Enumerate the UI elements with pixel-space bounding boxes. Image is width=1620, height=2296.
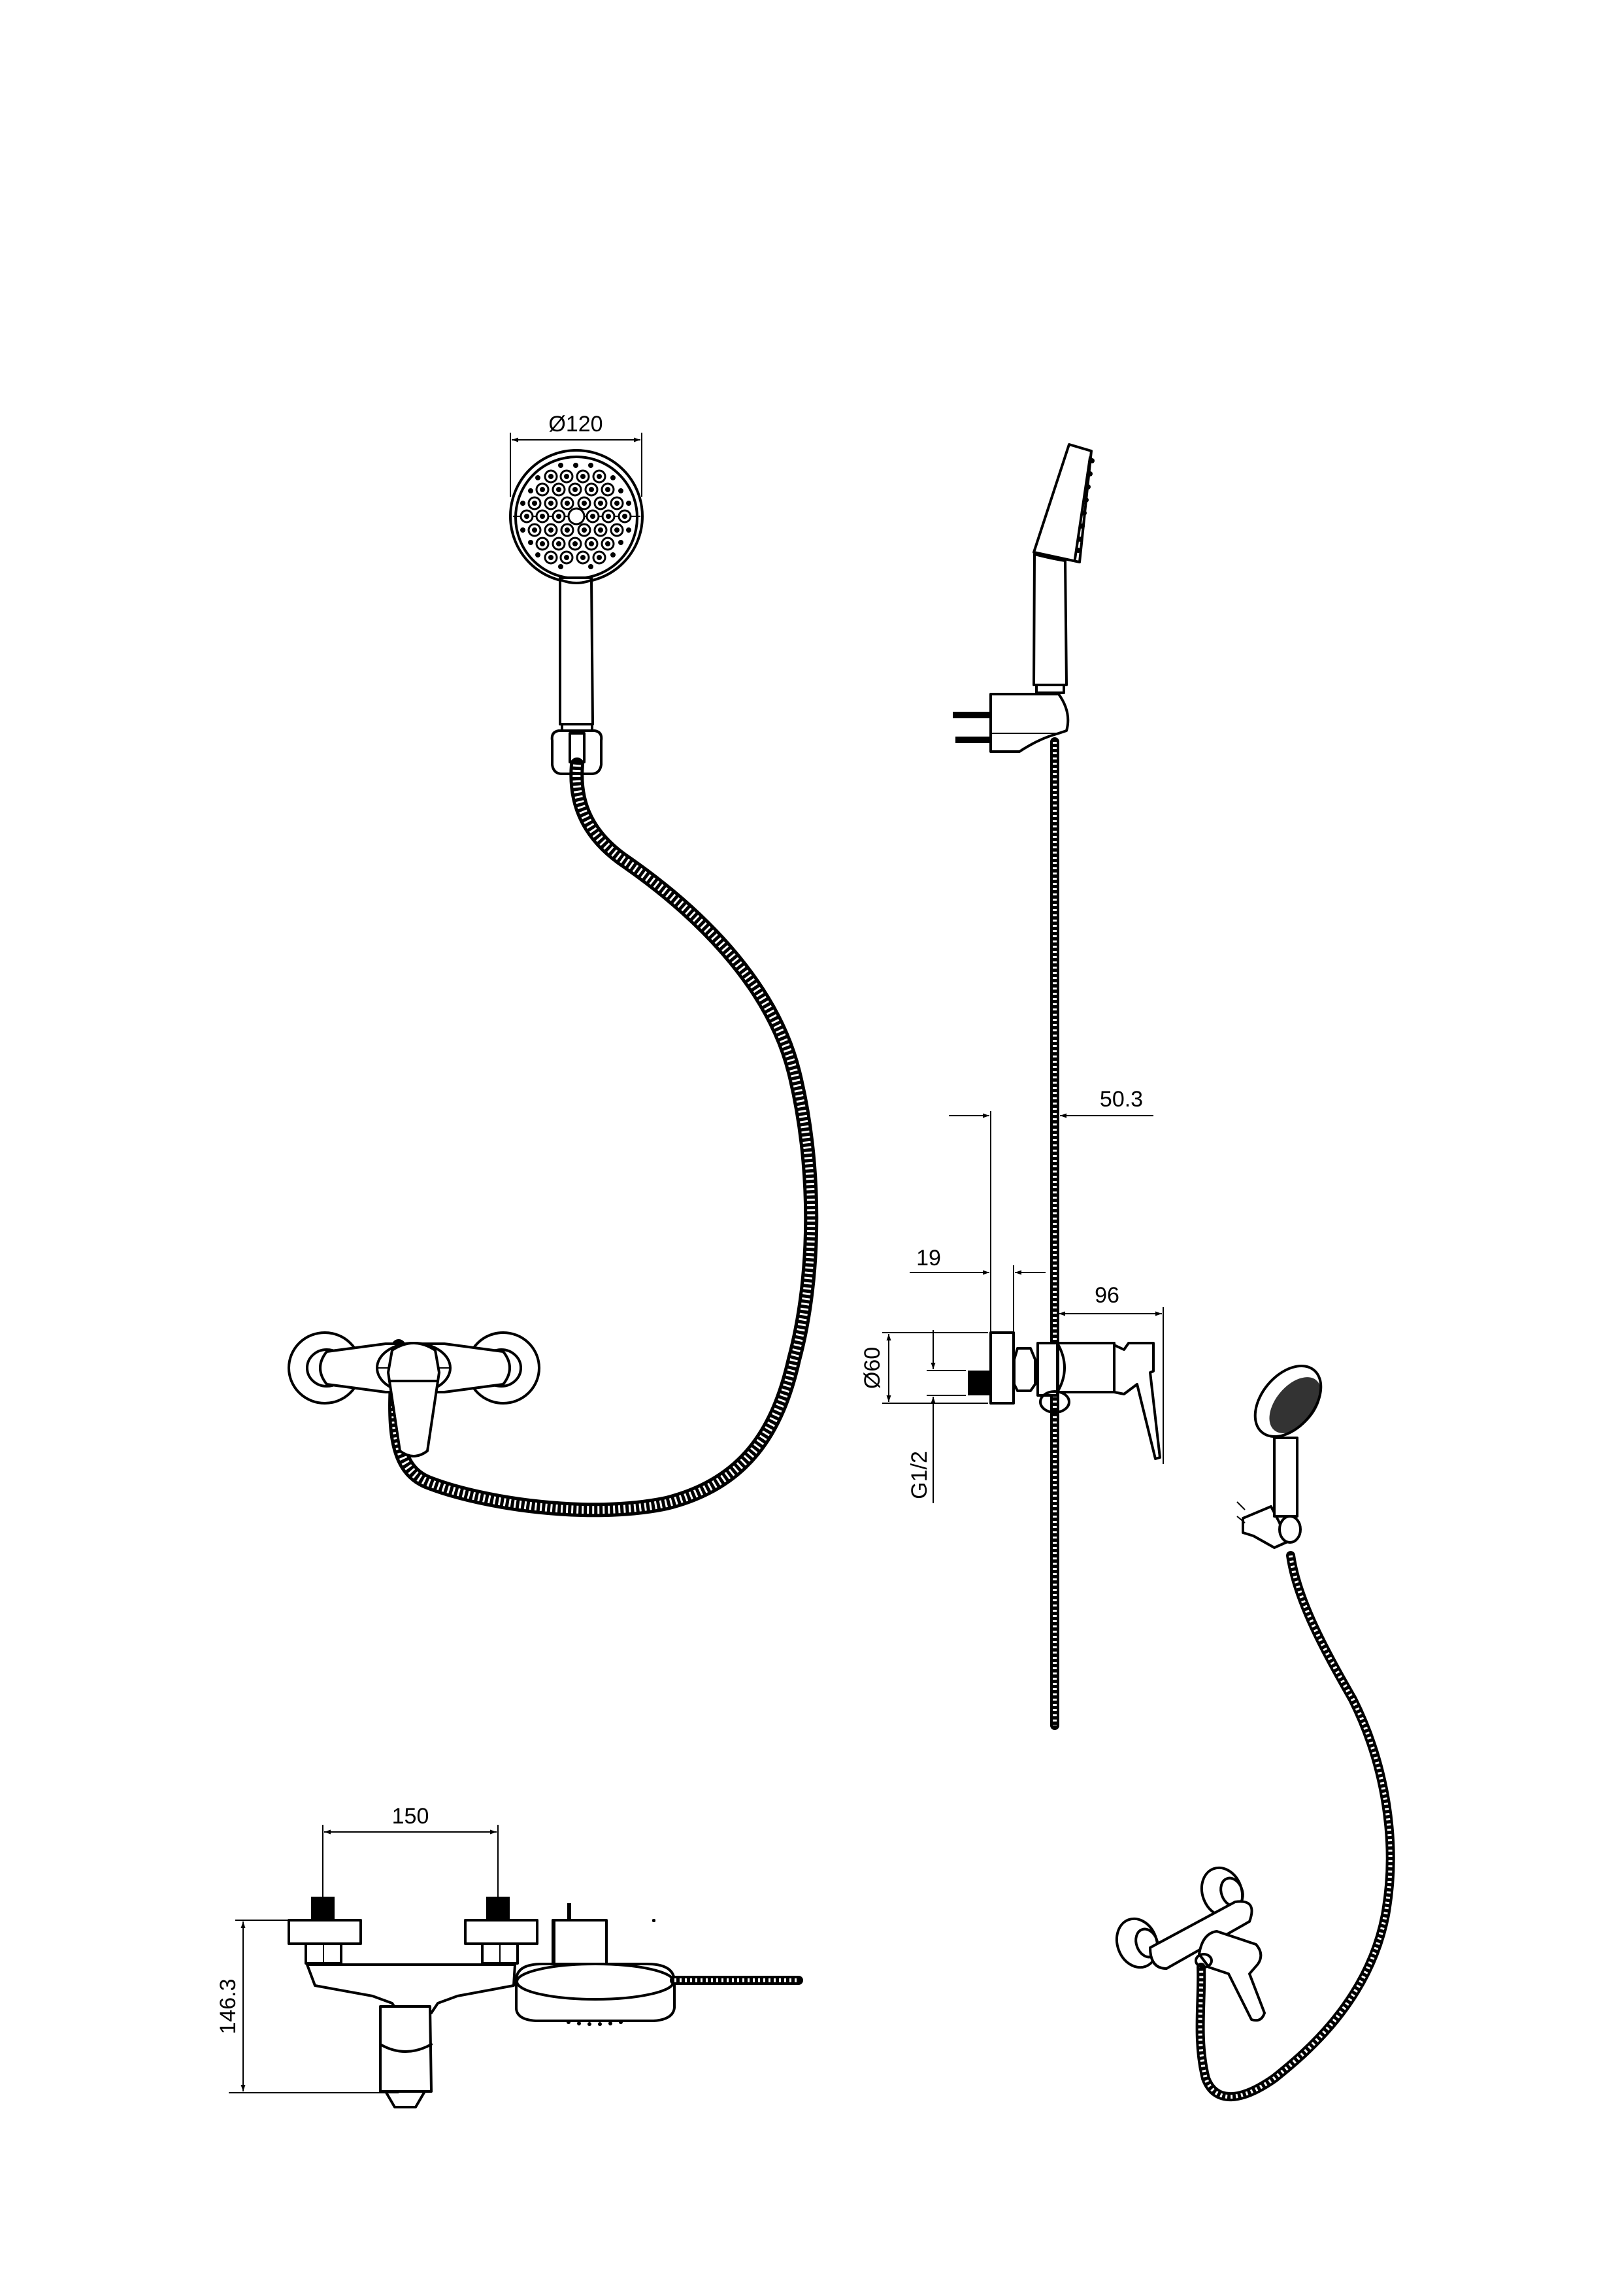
dimension-inlet-centers: 150 xyxy=(322,1804,499,1897)
dimension-shower-head-diameter: Ø120 xyxy=(510,412,642,497)
nozzle-pattern xyxy=(520,463,632,569)
front-view: Ø120 xyxy=(288,412,819,1518)
dim-label-g1-2: G1/2 xyxy=(907,1451,932,1499)
dimension-thread: G1/2 xyxy=(907,1330,966,1503)
dim-label-50-3: 50.3 xyxy=(1100,1087,1143,1112)
mixer-front xyxy=(288,1331,540,1457)
shower-head-top xyxy=(515,1903,803,2026)
dimension-eccentric-depth: 19 xyxy=(910,1246,1046,1333)
dim-label-146-3: 146.3 xyxy=(216,1978,240,2034)
dimension-mixer-projection: 96 xyxy=(1059,1283,1164,1464)
dim-label-96: 96 xyxy=(1095,1283,1119,1308)
wall-plug-icon xyxy=(953,712,991,743)
mixer-perspective xyxy=(1115,1866,1266,2022)
dim-label-60: Ø60 xyxy=(860,1347,885,1389)
dim-label-120: Ø120 xyxy=(548,412,603,437)
perspective-view xyxy=(1115,1364,1395,2102)
dimension-overall-depth: 146.3 xyxy=(216,1920,399,2093)
dim-label-19: 19 xyxy=(916,1246,941,1271)
shower-head-front xyxy=(509,449,644,775)
top-view: 150 xyxy=(216,1804,803,2108)
shower-hose-front xyxy=(388,757,819,1518)
dimension-hose-offset: 50.3 xyxy=(949,1087,1153,1333)
dim-label-150: 150 xyxy=(392,1804,429,1829)
dimension-escutcheon-diameter: Ø60 xyxy=(860,1332,988,1404)
side-view: 50.3 19 96 Ø60 G1 xyxy=(860,443,1164,1730)
